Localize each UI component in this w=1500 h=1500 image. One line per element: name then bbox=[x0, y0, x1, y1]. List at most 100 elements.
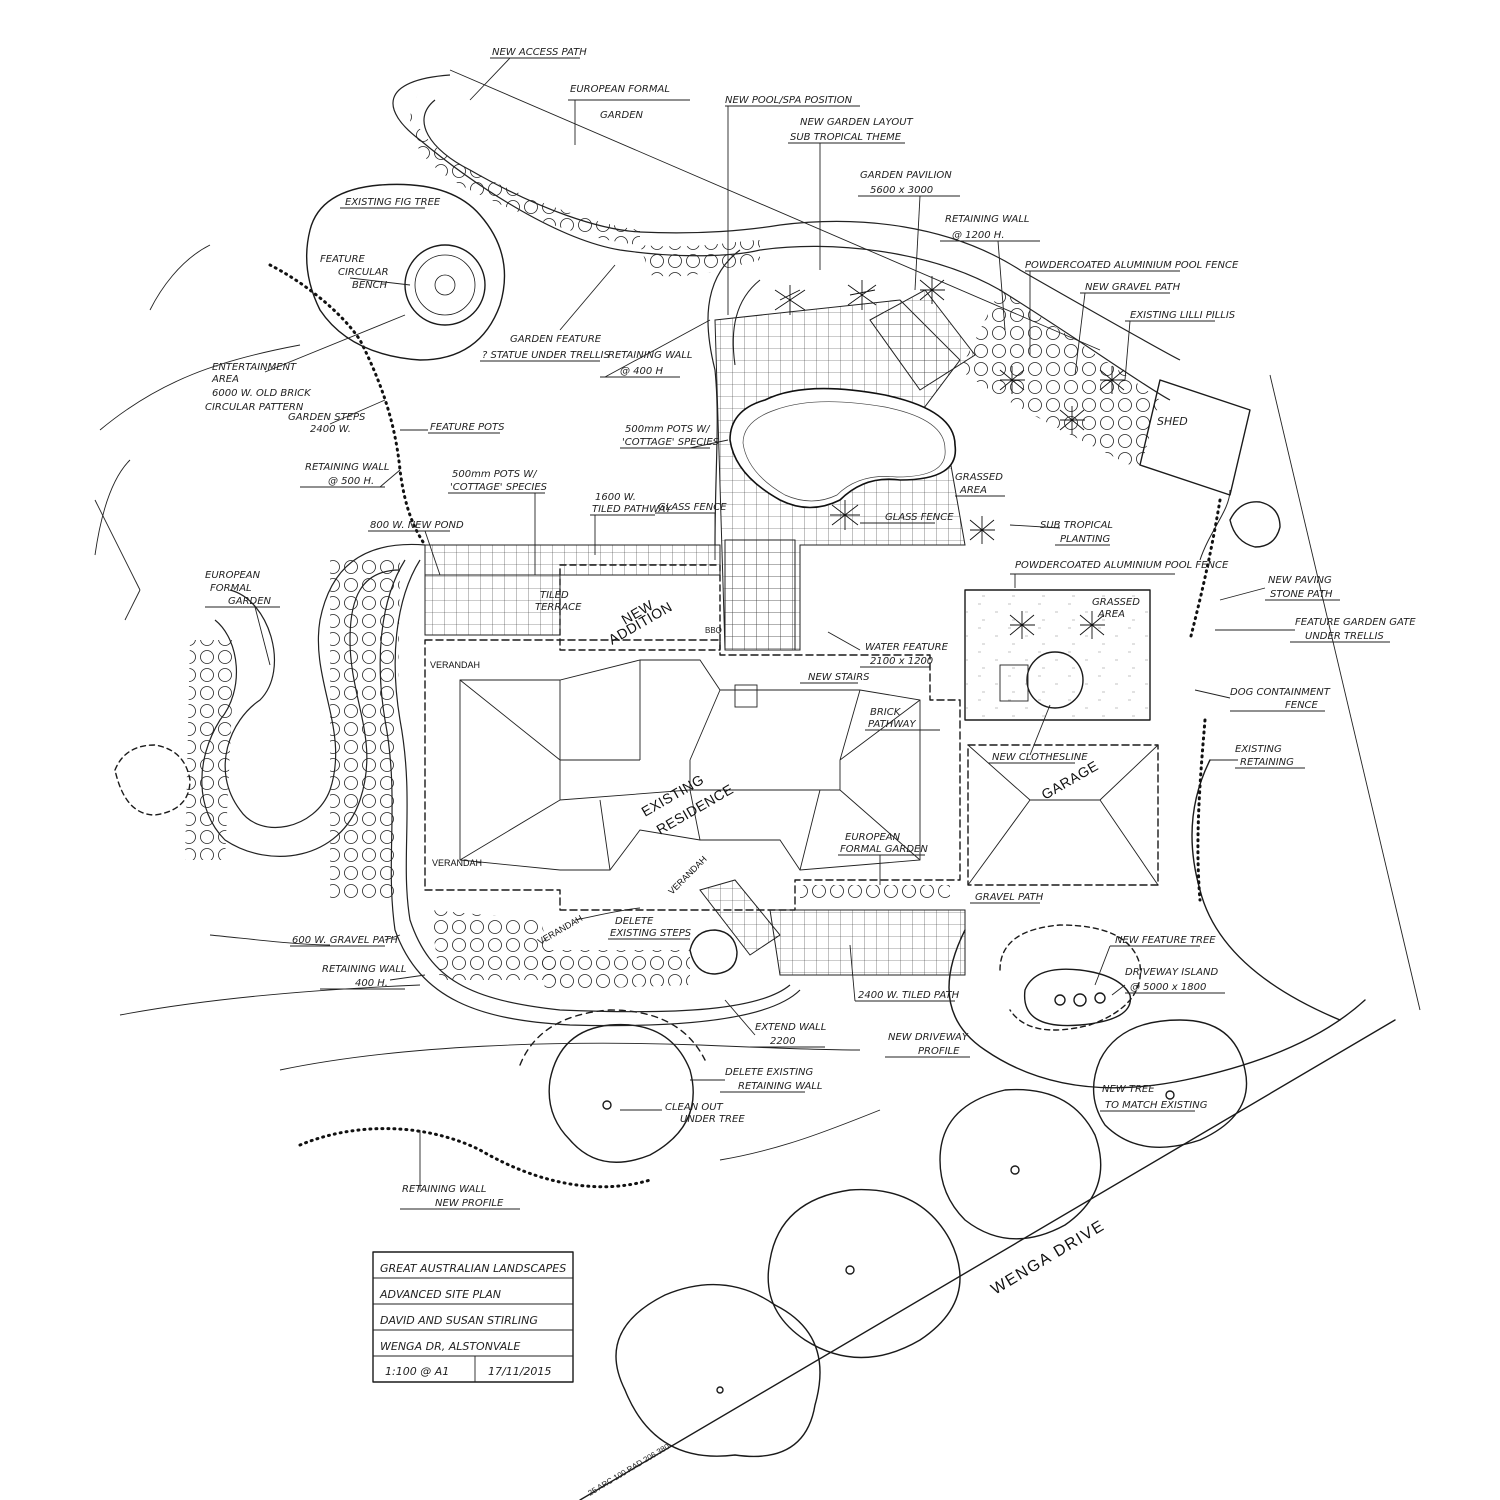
svg-text:600 W. GRAVEL PATH: 600 W. GRAVEL PATH bbox=[292, 935, 398, 946]
retaining-walls bbox=[268, 263, 1222, 1189]
annotation-glass-fence-1: GLASS FENCE bbox=[655, 502, 727, 560]
annotation-new-feature-tree: NEW FEATURE TREE bbox=[1094, 935, 1216, 986]
svg-text:GLASS FENCE: GLASS FENCE bbox=[658, 502, 727, 513]
svg-text:GRAVEL PATH: GRAVEL PATH bbox=[975, 892, 1044, 903]
annotation-garden-pavilion: GARDEN PAVILION 5600 x 3000 bbox=[858, 170, 960, 291]
annotation-new-stairs: NEW STAIRS bbox=[800, 672, 870, 684]
annotation-garden-feature: GARDEN FEATURE ? STATUE UNDER TRELLIS bbox=[480, 264, 616, 362]
annotation-new-tree-match: NEW TREE TO MATCH EXISTING bbox=[1100, 1084, 1208, 1112]
annotation-retaining-wall-new-profile: RETAINING WALL NEW PROFILE bbox=[400, 1130, 520, 1210]
driveway bbox=[948, 759, 1366, 1089]
annotation-new-paving-stone-path: NEW PAVING STONE PATH bbox=[1219, 575, 1340, 601]
svg-text:GARDEN: GARDEN bbox=[600, 110, 644, 121]
svg-text:NEW PAVING: NEW PAVING bbox=[1268, 575, 1332, 586]
shed-label: SHED bbox=[1157, 415, 1188, 428]
svg-text:EXTEND WALL: EXTEND WALL bbox=[755, 1022, 826, 1033]
svg-text:TERRACE: TERRACE bbox=[535, 602, 582, 613]
annotation-grassed-area-mid: GRASSED AREA bbox=[1092, 597, 1140, 620]
annotation-water-feature: WATER FEATURE 2100 x 1200 bbox=[827, 631, 949, 668]
svg-text:RETAINING WALL: RETAINING WALL bbox=[322, 964, 406, 975]
svg-text:RETAINING WALL: RETAINING WALL bbox=[305, 462, 389, 473]
svg-text:NEW GARDEN LAYOUT: NEW GARDEN LAYOUT bbox=[800, 117, 914, 128]
svg-text:GARDEN STEPS: GARDEN STEPS bbox=[288, 412, 366, 423]
annotation-existing-retaining: EXISTING RETAINING bbox=[1210, 744, 1305, 769]
annotation-delete-existing-steps: DELETE EXISTING STEPS bbox=[608, 916, 692, 940]
svg-text:EUROPEAN FORMAL: EUROPEAN FORMAL bbox=[570, 84, 670, 95]
annotation-retaining-wall-1200: RETAINING WALL @ 1200 H. bbox=[940, 214, 1040, 331]
svg-text:GRASSED: GRASSED bbox=[955, 472, 1003, 483]
annotation-existing-fig-tree: EXISTING FIG TREE bbox=[340, 197, 441, 209]
svg-text:CIRCULAR PATTERN: CIRCULAR PATTERN bbox=[205, 402, 304, 413]
new-pool bbox=[729, 387, 957, 509]
annotation-extend-wall: EXTEND WALL 2200 bbox=[724, 999, 826, 1048]
svg-text:500mm POTS W/: 500mm POTS W/ bbox=[452, 469, 538, 480]
annotation-gravel-path-600: 600 W. GRAVEL PATH bbox=[290, 934, 401, 947]
svg-text:6000 W. OLD BRICK: 6000 W. OLD BRICK bbox=[212, 388, 312, 399]
annotation-pots-cottage-right: 500mm POTS W/ 'COTTAGE' SPECIES bbox=[620, 424, 729, 449]
svg-text:EUROPEAN: EUROPEAN bbox=[845, 832, 901, 843]
svg-text:? STATUE UNDER TRELLIS: ? STATUE UNDER TRELLIS bbox=[482, 350, 610, 361]
svg-text:AREA: AREA bbox=[1097, 609, 1125, 620]
svg-text:STONE PATH: STONE PATH bbox=[1270, 589, 1333, 600]
garage: GARAGE bbox=[967, 744, 1159, 886]
svg-text:POWDERCOATED ALUMINIUM POOL FE: POWDERCOATED ALUMINIUM POOL FENCE bbox=[1015, 560, 1229, 571]
svg-text:POWDERCOATED ALUMINIUM POOL FE: POWDERCOATED ALUMINIUM POOL FENCE bbox=[1025, 260, 1239, 271]
tiled-path-front bbox=[769, 909, 966, 976]
annotation-european-formal-garden-top: EUROPEAN FORMAL GARDEN bbox=[568, 84, 690, 145]
svg-text:BRICK: BRICK bbox=[870, 707, 902, 718]
annotation-retaining-wall-400h: RETAINING WALL 400 H. bbox=[320, 964, 426, 990]
annotation-tiled-terrace: TILED TERRACE bbox=[535, 590, 582, 613]
svg-text:NEW POOL/SPA POSITION: NEW POOL/SPA POSITION bbox=[725, 95, 853, 106]
svg-text:SUB TROPICAL: SUB TROPICAL bbox=[1040, 520, 1113, 531]
svg-text:5600 x 3000: 5600 x 3000 bbox=[870, 185, 933, 196]
title-block-company: GREAT AUSTRALIAN LANDSCAPES bbox=[380, 1262, 566, 1275]
svg-text:NEW CLOTHESLINE: NEW CLOTHESLINE bbox=[992, 752, 1088, 763]
svg-text:NEW PROFILE: NEW PROFILE bbox=[435, 1198, 504, 1209]
arc-label: 25 ARC 100 RAD 206.380 bbox=[586, 1442, 671, 1498]
annotation-brick-pathway: BRICK PATHWAY bbox=[865, 707, 940, 731]
annotation-new-clothesline: NEW CLOTHESLINE bbox=[988, 704, 1088, 764]
svg-text:2400 W.: 2400 W. bbox=[310, 424, 351, 435]
annotation-tiled-pathway: 1600 W. TILED PATHWAY bbox=[590, 492, 672, 555]
svg-text:DELETE: DELETE bbox=[615, 916, 654, 927]
annotation-retaining-wall-400: RETAINING WALL @ 400 H bbox=[600, 319, 711, 378]
svg-text:SUB TROPICAL THEME: SUB TROPICAL THEME bbox=[790, 132, 902, 143]
fig-tree-and-bench bbox=[306, 183, 506, 361]
annotation-european-formal-garden-left: EUROPEAN FORMAL GARDEN bbox=[205, 570, 280, 666]
svg-text:EXISTING STEPS: EXISTING STEPS bbox=[610, 928, 692, 939]
annotation-sub-tropical-planting: SUB TROPICAL PLANTING bbox=[1009, 520, 1113, 546]
svg-text:RETAINING WALL: RETAINING WALL bbox=[738, 1081, 822, 1092]
svg-text:FEATURE GARDEN GATE: FEATURE GARDEN GATE bbox=[1295, 617, 1416, 628]
svg-text:800 W. NEW POND: 800 W. NEW POND bbox=[370, 520, 464, 531]
svg-text:@ 500 H.: @ 500 H. bbox=[328, 476, 374, 487]
svg-text:DRIVEWAY ISLAND: DRIVEWAY ISLAND bbox=[1125, 967, 1218, 978]
annotation-delete-existing-retaining: DELETE EXISTING RETAINING WALL bbox=[690, 1067, 822, 1093]
garage-label: GARAGE bbox=[1039, 757, 1101, 802]
svg-text:RETAINING WALL: RETAINING WALL bbox=[945, 214, 1029, 225]
svg-text:NEW ACCESS PATH: NEW ACCESS PATH bbox=[492, 47, 587, 58]
svg-text:PROFILE: PROFILE bbox=[918, 1046, 960, 1057]
tiled-terrace bbox=[424, 544, 721, 636]
svg-text:RETAINING WALL: RETAINING WALL bbox=[608, 350, 692, 361]
svg-text:PLANTING: PLANTING bbox=[1060, 534, 1110, 545]
annotation-glass-fence-2: GLASS FENCE bbox=[860, 512, 954, 524]
title-block-client: DAVID AND SUSAN STIRLING bbox=[380, 1314, 538, 1327]
new-stairs bbox=[699, 879, 781, 956]
svg-text:FEATURE POTS: FEATURE POTS bbox=[430, 422, 505, 433]
verandah-label-1: VERANDAH bbox=[430, 660, 480, 670]
svg-text:FEATURE: FEATURE bbox=[320, 254, 366, 265]
svg-text:NEW TREE: NEW TREE bbox=[1102, 1084, 1155, 1095]
annotation-feature-circular-bench: FEATURE CIRCULAR BENCH bbox=[320, 254, 411, 291]
annotation-driveway-island: DRIVEWAY ISLAND @ 5000 x 1800 bbox=[1111, 967, 1225, 996]
svg-text:ENTERTAINMENT: ENTERTAINMENT bbox=[212, 362, 297, 373]
svg-text:1600 W.: 1600 W. bbox=[595, 492, 636, 503]
annotation-retaining-wall-500: RETAINING WALL @ 500 H. bbox=[300, 462, 401, 488]
annotation-gravel-path: GRAVEL PATH bbox=[970, 892, 1044, 904]
svg-text:BBQ: BBQ bbox=[705, 626, 722, 635]
svg-text:GARDEN: GARDEN bbox=[228, 596, 272, 607]
annotation-clean-out-under-tree: CLEAN OUT UNDER TREE bbox=[620, 1102, 745, 1125]
svg-text:TO MATCH EXISTING: TO MATCH EXISTING bbox=[1105, 1100, 1208, 1111]
title-block: GREAT AUSTRALIAN LANDSCAPES ADVANCED SIT… bbox=[372, 1251, 574, 1383]
svg-text:TILED: TILED bbox=[540, 590, 569, 601]
svg-text:BENCH: BENCH bbox=[352, 280, 388, 291]
